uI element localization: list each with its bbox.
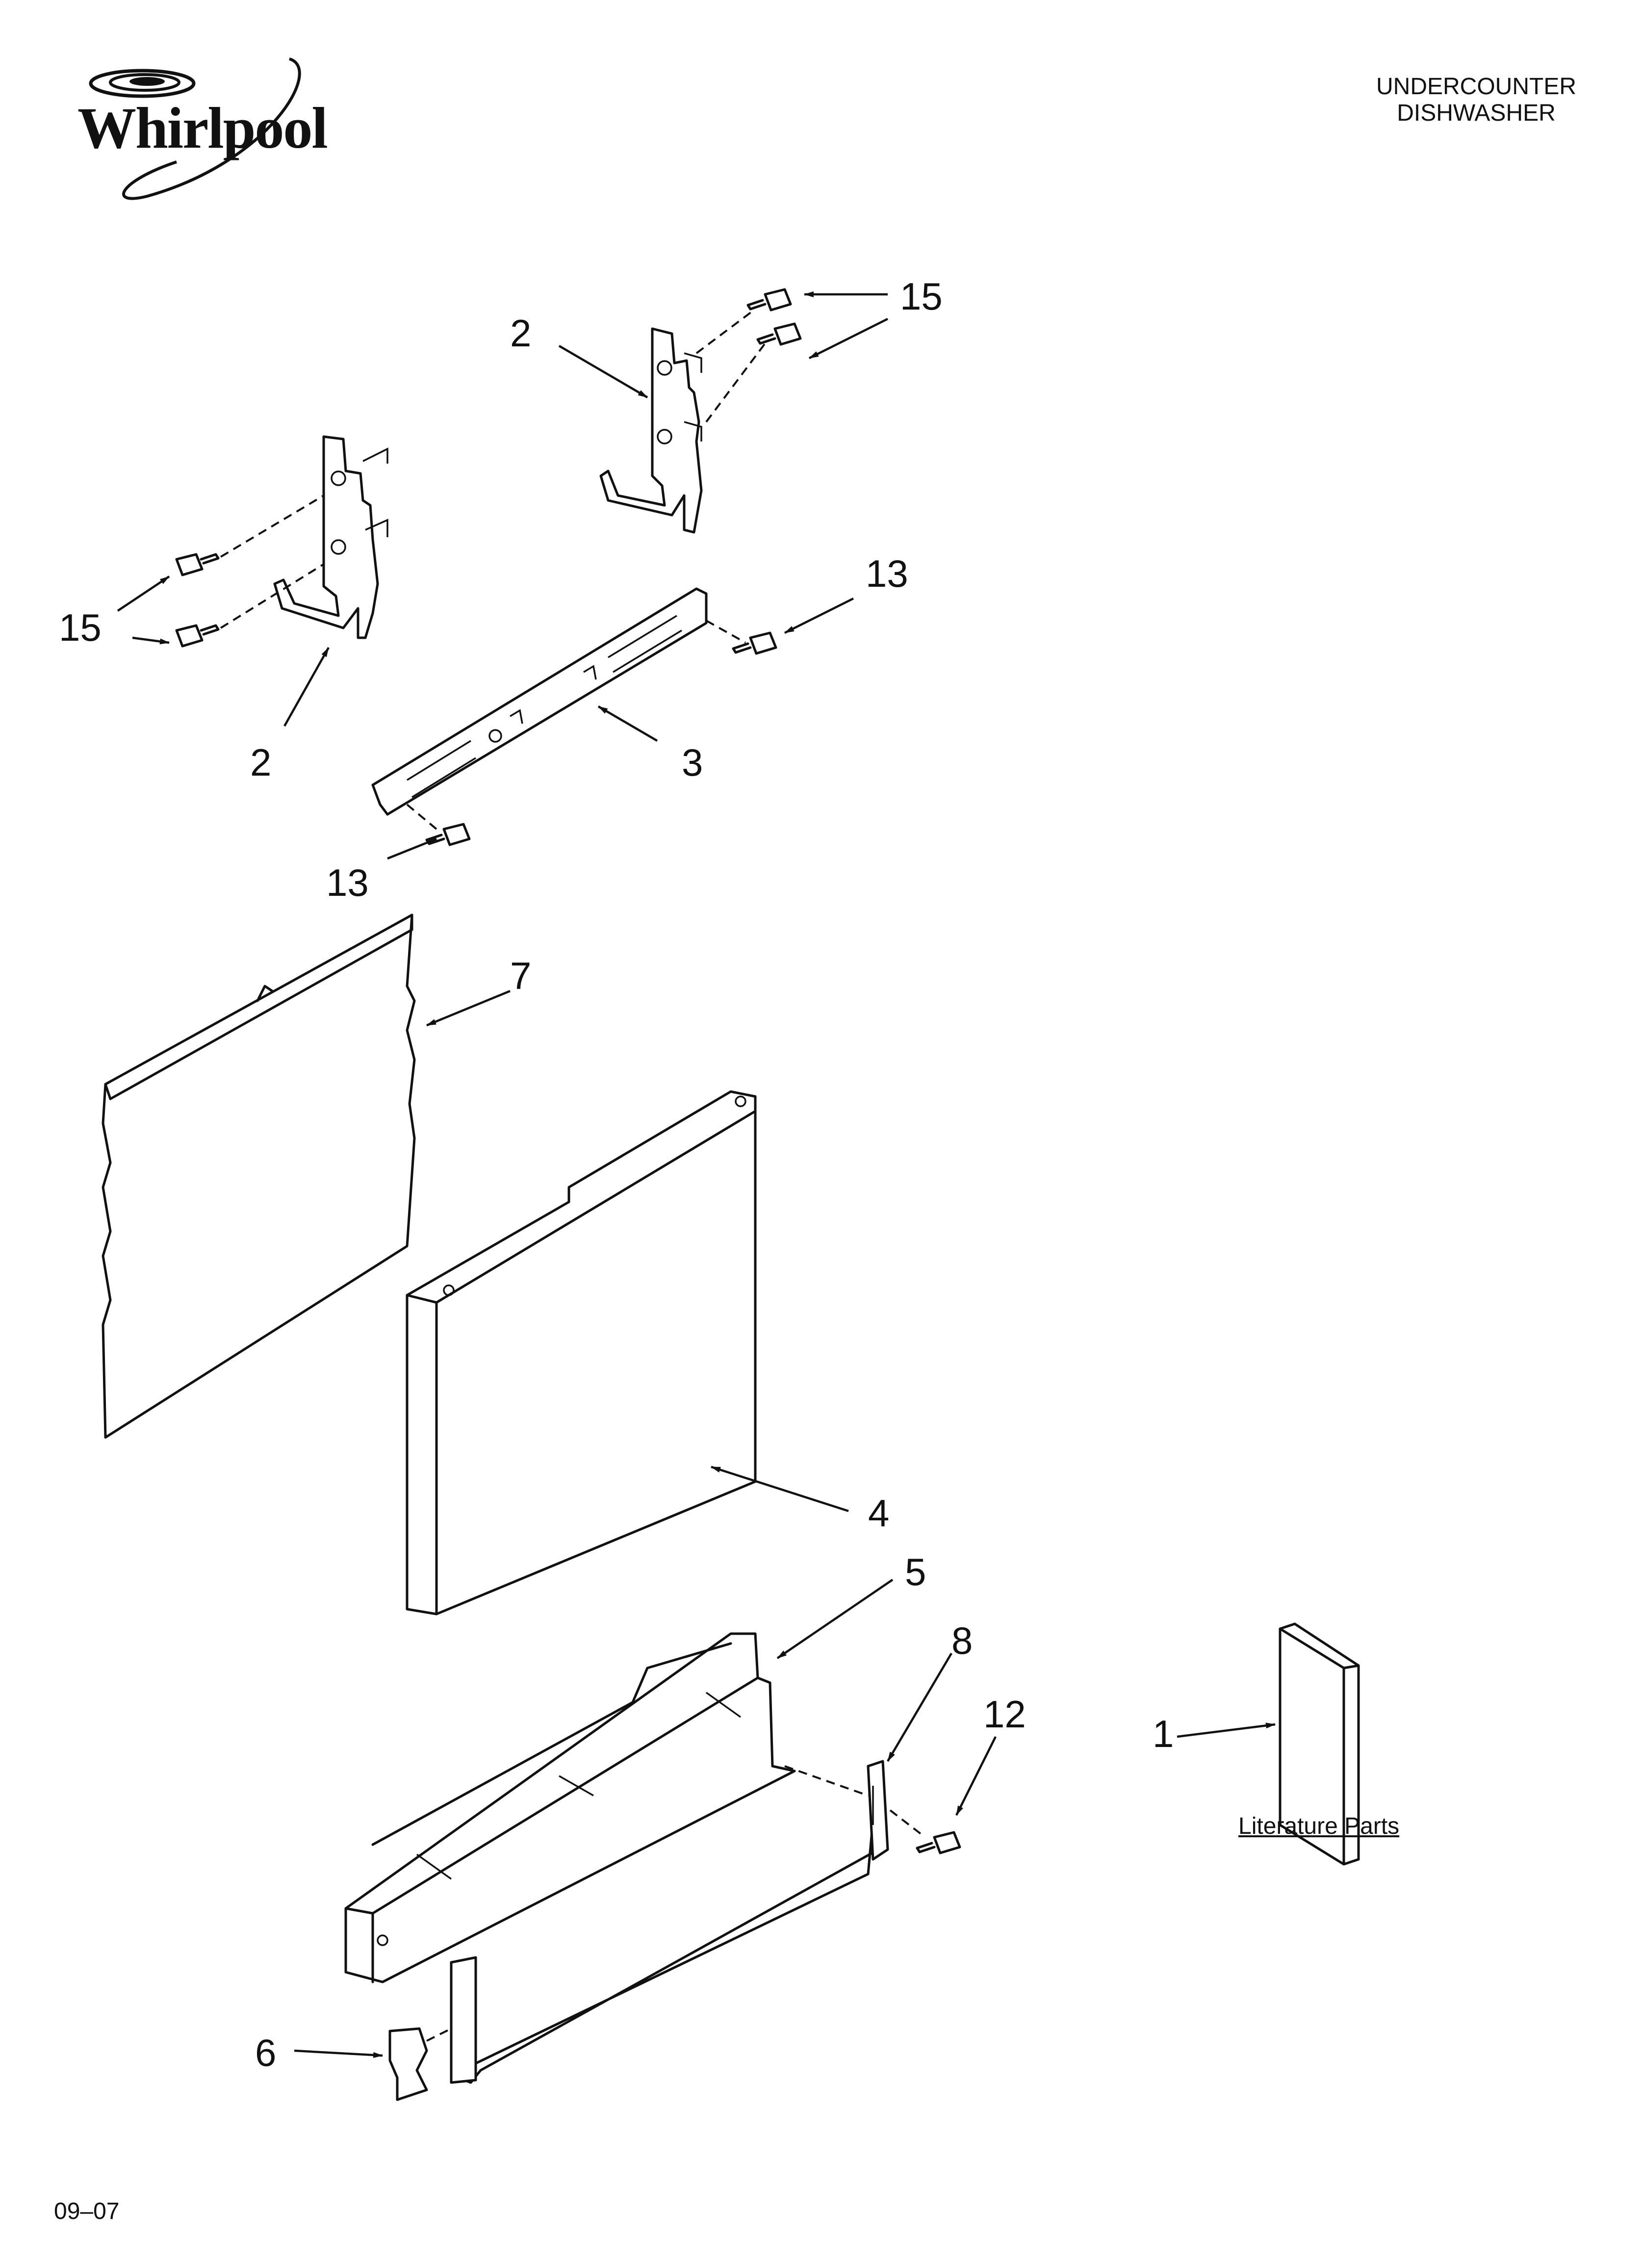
whirlpool-logo-swirl-icon — [89, 57, 301, 200]
literature-booklet — [1279, 1622, 1360, 1866]
arrow-15-left-2 — [132, 636, 170, 645]
whirlpool-logo: Whirlpool — [59, 54, 353, 211]
arrow-5 — [776, 1579, 894, 1659]
arrow-15-left-1 — [117, 575, 170, 612]
callout-2-left: 2 — [250, 741, 272, 784]
date-code: 09–07 — [54, 2198, 120, 2224]
arrow-7 — [426, 990, 511, 1027]
door-mounting-rail — [371, 587, 708, 816]
toe-kick-panel — [344, 1632, 796, 1983]
door-hinge-bracket-right — [599, 327, 703, 534]
callout-2-top: 2 — [510, 312, 532, 355]
brand-wordmark: Whirlpool — [77, 95, 328, 160]
arrow-2-left — [283, 647, 330, 727]
screw-top-2 — [756, 322, 802, 346]
arrow-6 — [294, 2049, 383, 2058]
callout-1: 1 — [1153, 1712, 1174, 1755]
arrow-4 — [711, 1465, 849, 1512]
toe-kick-clip — [388, 2027, 428, 2101]
screw-top-1 — [746, 288, 792, 312]
callout-4: 4 — [868, 1491, 890, 1535]
callout-3: 3 — [682, 741, 703, 784]
arrow-13-left — [387, 837, 437, 860]
door-panel-insert — [102, 913, 416, 1439]
outer-door-panel — [406, 1090, 757, 1616]
callout-15-left: 15 — [59, 606, 102, 649]
diagram-title: UNDERCOUNTER DISHWASHER — [1344, 74, 1609, 127]
title-line-1: UNDERCOUNTER — [1376, 74, 1576, 100]
arrow-13-right — [784, 597, 854, 634]
callout-15-top: 15 — [900, 275, 943, 318]
arrow-3 — [597, 705, 658, 742]
callout-8: 8 — [951, 1619, 973, 1662]
arrow-2-top — [558, 345, 648, 398]
screw-left-2 — [175, 624, 220, 648]
callout-13-right: 13 — [866, 552, 908, 595]
screw-left-1 — [175, 553, 220, 576]
screw-rail-right — [732, 631, 777, 655]
callout-5: 5 — [905, 1550, 926, 1593]
arrow-12 — [955, 1736, 997, 1816]
callout-13-left: 13 — [326, 861, 369, 904]
arrow-8 — [887, 1652, 952, 1762]
door-hinge-bracket-left — [273, 435, 388, 639]
toe-kick-lower-panel — [450, 1760, 889, 2084]
arrow-15-top-2 — [808, 317, 889, 360]
callout-12: 12 — [983, 1693, 1026, 1736]
callout-7: 7 — [510, 954, 532, 997]
title-line-2: DISHWASHER — [1397, 100, 1556, 126]
literature-parts-label: Literature Parts — [1238, 1813, 1400, 1839]
callout-6: 6 — [255, 2031, 277, 2074]
arrow-1 — [1177, 1722, 1276, 1738]
screw-toe-kick — [916, 1831, 961, 1854]
